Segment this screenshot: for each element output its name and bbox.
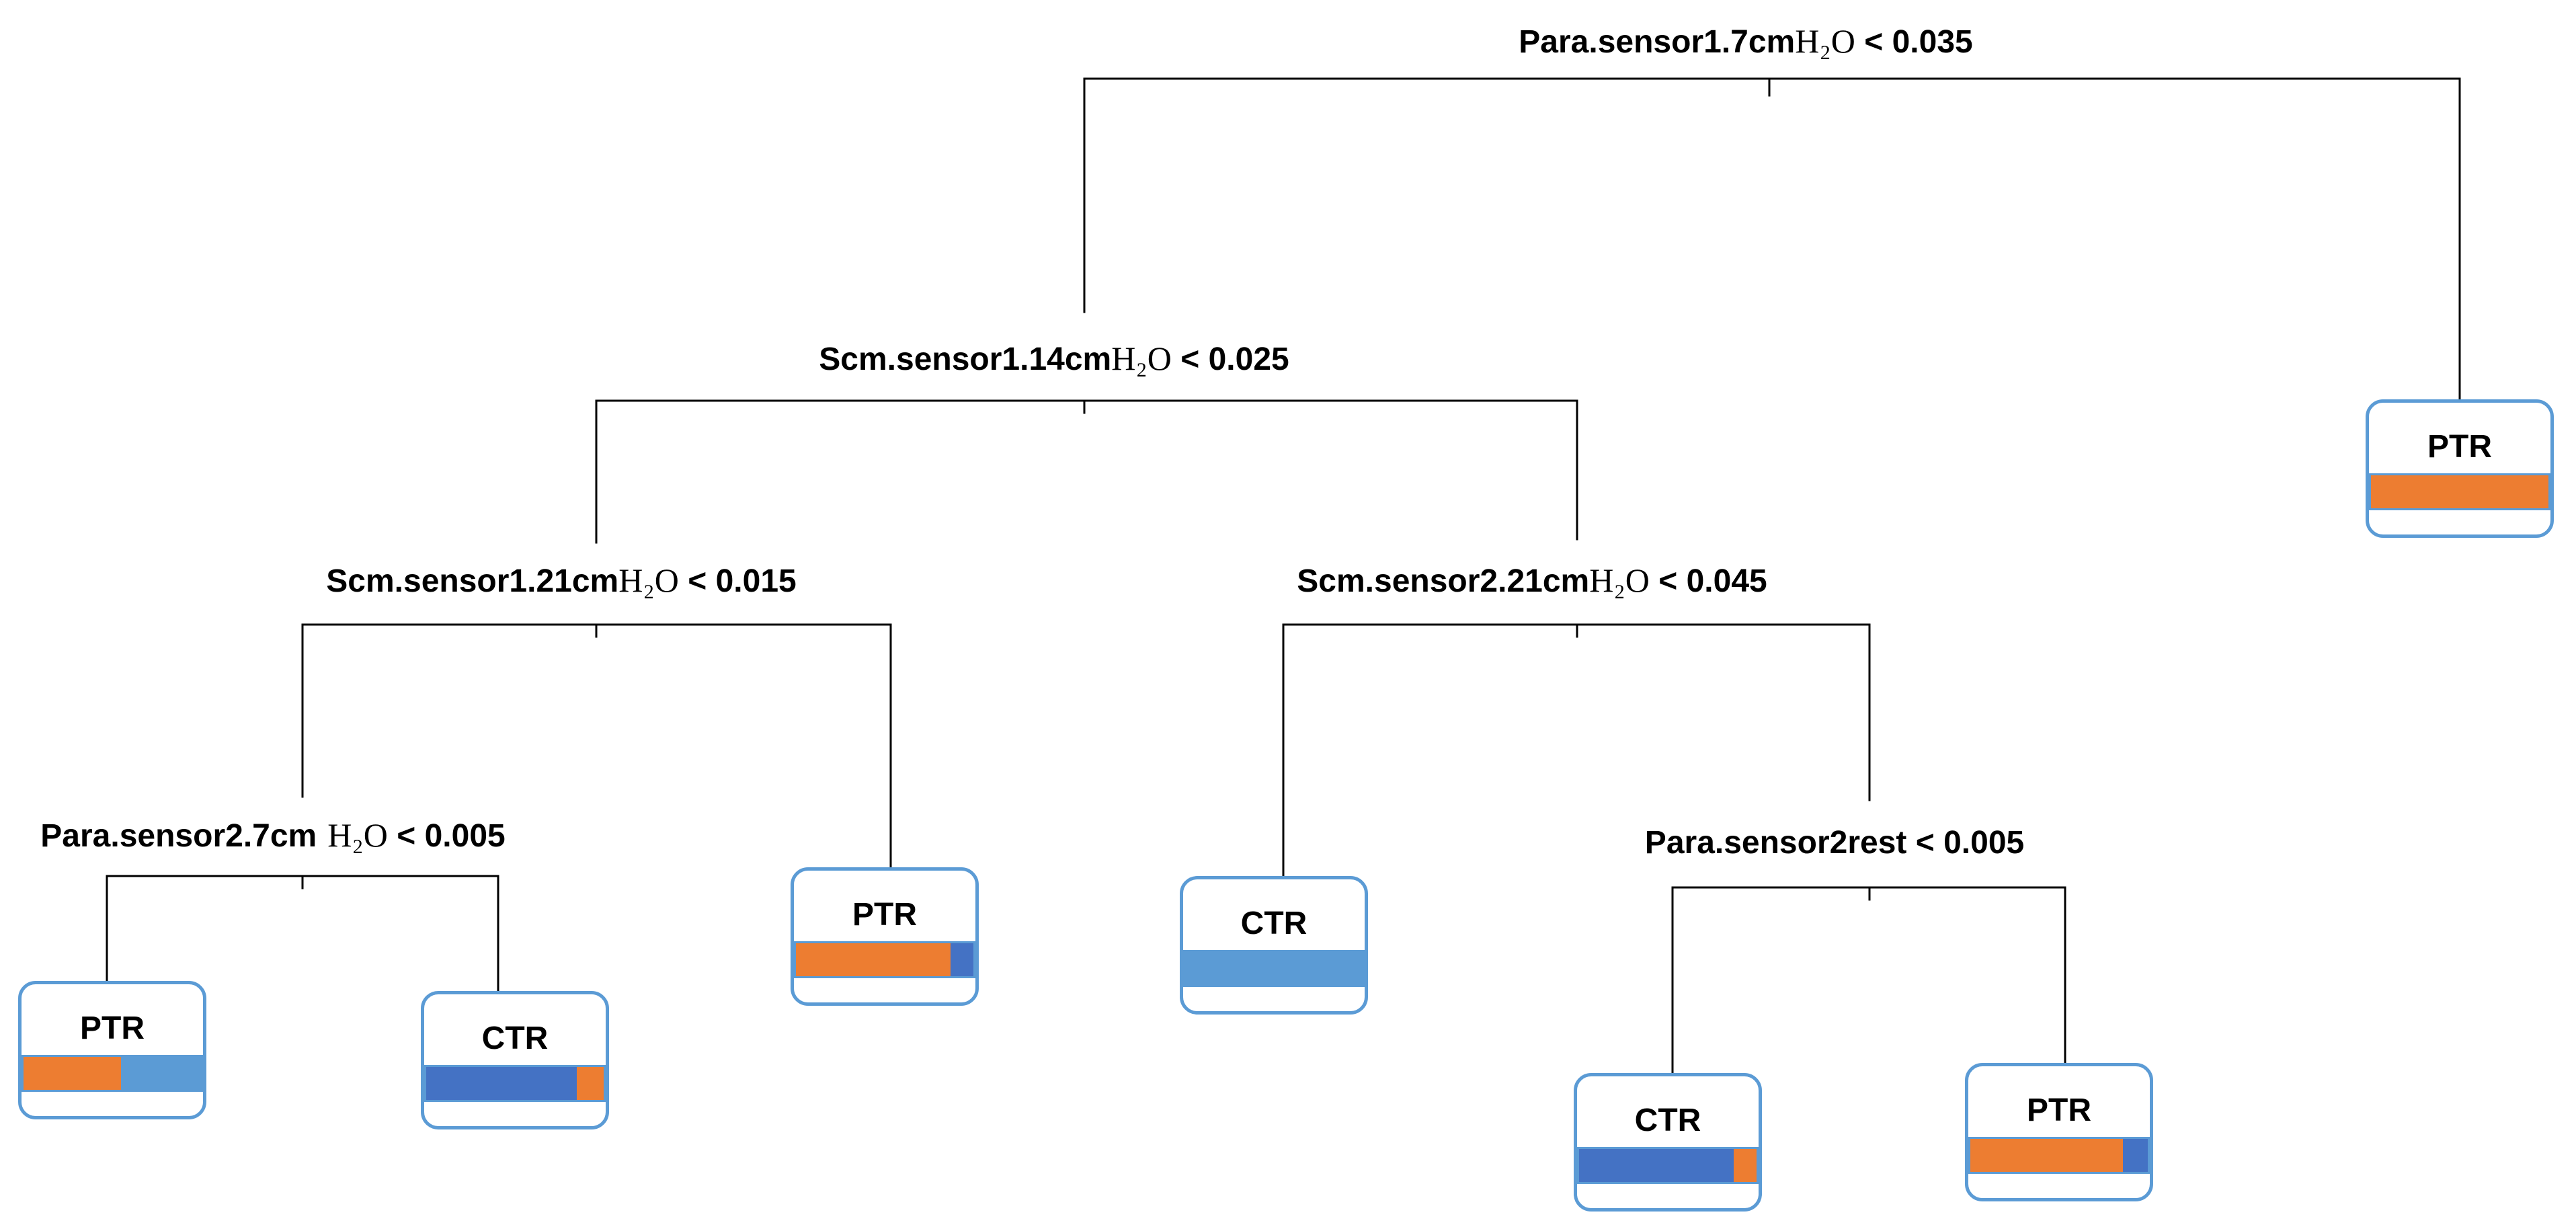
split-unit: H₂O: [1111, 340, 1172, 377]
leaf-class-label: PTR: [2427, 429, 2492, 465]
bar-segment: [1185, 952, 1363, 985]
split-unit: H₂O: [1795, 22, 1855, 60]
split-variable: Scm.sensor2.21cm: [1297, 563, 1590, 599]
leaf-class-label: PTR: [2027, 1093, 2091, 1128]
split-label-scm-sensor1-14cm: Scm.sensor1.14cmH₂O < 0.025: [819, 342, 1289, 376]
split-label-scm-sensor1-21cm: Scm.sensor1.21cmH₂O < 0.015: [326, 561, 797, 599]
split-condition: < 0.015: [688, 563, 797, 599]
split-variable: Para.sensor1.7cm: [1519, 24, 1796, 60]
leaf-node-para-sensor2rest-right: PTR: [1965, 1063, 2153, 1201]
bar-segment: [796, 943, 951, 976]
split-variable: Scm.sensor1.21cm: [326, 563, 619, 599]
split-unit: H₂O: [618, 561, 679, 599]
bar-segment: [24, 1057, 122, 1090]
split-condition: < 0.025: [1180, 342, 1289, 377]
leaf-node-root-right: PTR: [2366, 399, 2554, 538]
split-condition: < 0.005: [1915, 825, 2025, 861]
class-proportion-bar: [424, 1065, 606, 1102]
leaf-class-label: PTR: [80, 1010, 145, 1046]
split-variable: Scm.sensor1.14cm: [819, 342, 1112, 377]
split-label-scm-sensor2-21cm: Scm.sensor2.21cmH₂O < 0.045: [1297, 561, 1767, 599]
leaf-class-label: CTR: [1240, 906, 1307, 941]
bar-segment: [2371, 475, 2548, 508]
split-label-para-sensor2rest: Para.sensor2rest < 0.005: [1645, 827, 2024, 859]
leaf-class-label: PTR: [852, 897, 917, 932]
split-variable: Para.sensor2.7cm: [40, 818, 317, 854]
leaf-node-para-sensor2rest-left: CTR: [1574, 1073, 1762, 1212]
leaf-node-scm-sensor2-21-left: CTR: [1180, 876, 1368, 1015]
split-condition: < 0.045: [1658, 563, 1767, 599]
class-proportion-bar: [22, 1055, 203, 1092]
split-label-para-sensor2-7cm: Para.sensor2.7cm H₂O < 0.005: [40, 816, 506, 854]
leaf-class-label: CTR: [1634, 1103, 1701, 1138]
bar-segment: [426, 1067, 577, 1100]
split-unit: H₂O: [327, 816, 388, 854]
bar-segment: [2123, 1139, 2148, 1172]
leaf-node-scm-sensor1-21-right: PTR: [791, 867, 979, 1006]
split-condition: < 0.035: [1864, 24, 1973, 60]
class-proportion-bar: [794, 941, 975, 978]
class-proportion-bar: [1183, 950, 1365, 987]
bar-segment: [950, 943, 973, 976]
split-label-para-sensor1-7cm: Para.sensor1.7cmH₂O < 0.035: [1519, 22, 1973, 60]
bar-segment: [121, 1057, 201, 1090]
class-proportion-bar: [1968, 1137, 2150, 1174]
bar-segment: [577, 1067, 604, 1100]
bar-segment: [1733, 1149, 1757, 1182]
split-variable: Para.sensor2rest: [1644, 825, 1907, 861]
leaf-node-para-sensor2-7-right: CTR: [421, 991, 609, 1129]
class-proportion-bar: [2369, 473, 2550, 510]
leaf-node-para-sensor2-7-left: PTR: [18, 981, 206, 1119]
bar-segment: [1970, 1139, 2124, 1172]
class-proportion-bar: [1577, 1147, 1759, 1184]
leaf-class-label: CTR: [481, 1021, 549, 1056]
split-condition: < 0.005: [397, 818, 506, 854]
split-unit: H₂O: [1589, 561, 1650, 599]
bar-segment: [1579, 1149, 1734, 1182]
